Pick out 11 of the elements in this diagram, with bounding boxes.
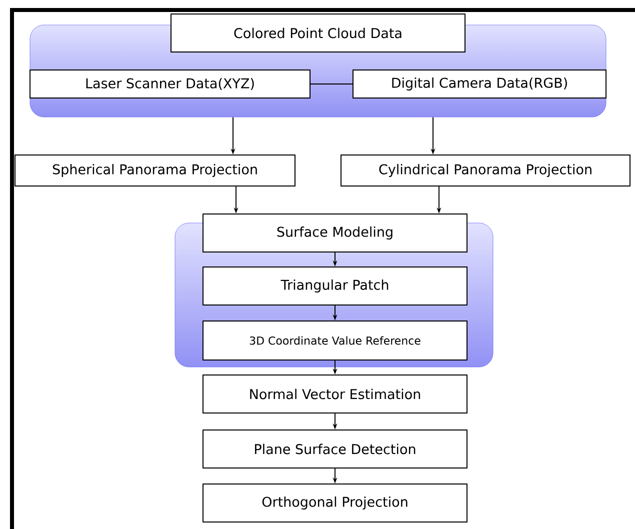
- process-box: Laser Scanner Data(XYZ): [30, 70, 310, 98]
- process-box: Orthogonal Projection: [202, 484, 468, 522]
- process-box: Spherical Panorama Projection: [14, 154, 296, 186]
- process-box: Surface Modeling: [202, 214, 468, 252]
- process-box: Colored Point Cloud Data: [170, 14, 466, 52]
- process-box: Triangular Patch: [202, 266, 468, 306]
- process-box: Cylindrical Panorama Projection: [340, 154, 630, 186]
- process-box: Normal Vector Estimation: [202, 374, 468, 414]
- process-box: Plane Surface Detection: [202, 430, 468, 468]
- process-box: 3D Coordinate Value Reference: [202, 320, 468, 360]
- process-box: Digital Camera Data(RGB): [352, 70, 606, 98]
